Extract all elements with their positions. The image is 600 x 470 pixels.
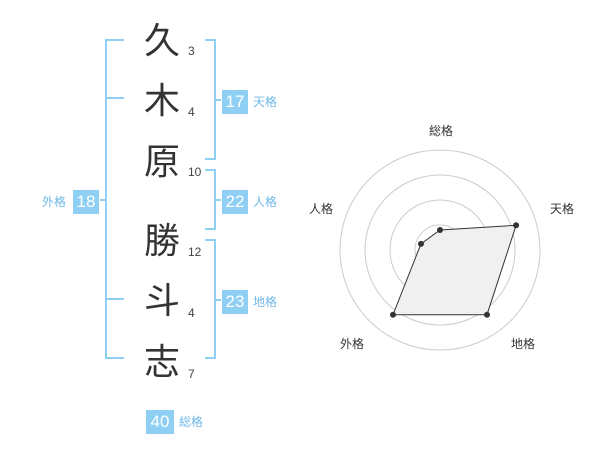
name-char-2: 木 [143, 81, 180, 122]
gaikaku-value: 18 [73, 190, 99, 214]
radar-axis-label-chikaku: 地格 [511, 337, 536, 351]
radar-point-3 [484, 311, 491, 318]
radar-ring-4 [339, 149, 541, 351]
chikaku-label: 地格 [253, 295, 278, 309]
stroke-count-3: 10 [188, 165, 202, 179]
radar-axis-label-jinkaku: 人格 [309, 202, 334, 216]
radar-point-5 [417, 240, 424, 247]
radar-axis-label-soukaku: 総格 [429, 124, 454, 138]
radar-point-1 [437, 227, 443, 233]
chikaku-bracket [205, 239, 221, 359]
soukaku-value: 40 [146, 410, 174, 434]
name-char-4: 勝 [143, 221, 180, 262]
soukaku-label: 総格 [179, 415, 204, 429]
name-char-1: 久 [143, 21, 180, 62]
tenkaku-bracket [205, 39, 221, 160]
radar-point-4 [389, 311, 396, 318]
stroke-count-1: 3 [188, 44, 195, 58]
stroke-count-5: 4 [188, 306, 195, 320]
name-char-5: 斗 [143, 281, 180, 322]
gaikaku-label: 外格 [42, 195, 67, 209]
gaikaku-bracket [100, 39, 124, 359]
jinkaku-bracket [205, 169, 221, 230]
chikaku-value: 23 [222, 290, 248, 314]
tenkaku-label: 天格 [253, 95, 278, 109]
radar-point-2 [513, 222, 520, 229]
name-char-3: 原 [143, 142, 180, 183]
stroke-count-6: 7 [188, 367, 195, 381]
jinkaku-value: 22 [222, 190, 248, 214]
stroke-count-4: 12 [188, 245, 202, 259]
jinkaku-label: 人格 [253, 195, 278, 209]
radar-ring-3 [364, 174, 516, 326]
radar-axis-label-tenkaku: 天格 [550, 202, 575, 216]
radar-area [392, 224, 517, 316]
tenkaku-value: 17 [222, 90, 248, 114]
radar-axis-label-gaikaku: 外格 [340, 337, 365, 351]
stroke-count-2: 4 [188, 105, 195, 119]
name-char-6: 志 [143, 342, 180, 383]
